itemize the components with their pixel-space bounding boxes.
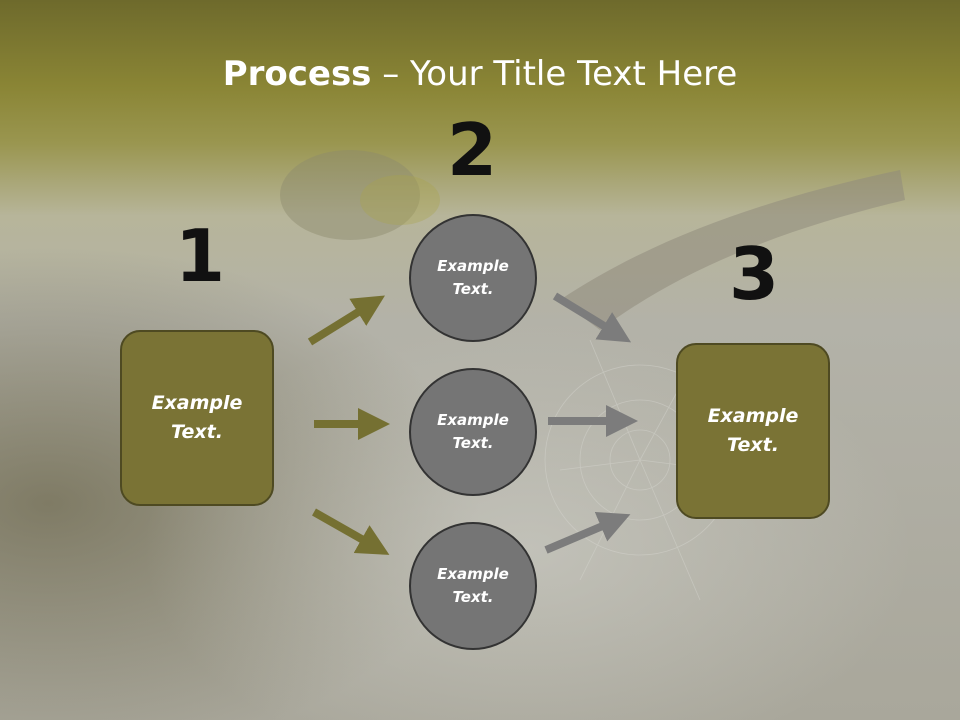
top-circle: Example Text.: [409, 214, 537, 342]
bottom-circle-text: Example Text.: [437, 565, 509, 606]
left-box-text: Example Text.: [151, 392, 243, 443]
middle-circle-text: Example Text.: [437, 411, 509, 452]
top-circle-text: Example Text.: [437, 257, 509, 298]
title-bold-part: Process: [222, 54, 372, 94]
title-rest-part: – Your Title Text Here: [371, 54, 738, 94]
step-number-1: 1: [174, 214, 226, 298]
slide-title: Process – Your Title Text Here: [0, 52, 960, 96]
middle-circle: Example Text.: [409, 368, 537, 496]
right-box-text: Example Text.: [707, 405, 799, 456]
right-process-box: Example Text.: [676, 343, 830, 519]
left-process-box: Example Text.: [120, 330, 274, 506]
bottom-circle: Example Text.: [409, 522, 537, 650]
step-number-3: 3: [728, 232, 780, 316]
step-number-2: 2: [446, 108, 498, 192]
